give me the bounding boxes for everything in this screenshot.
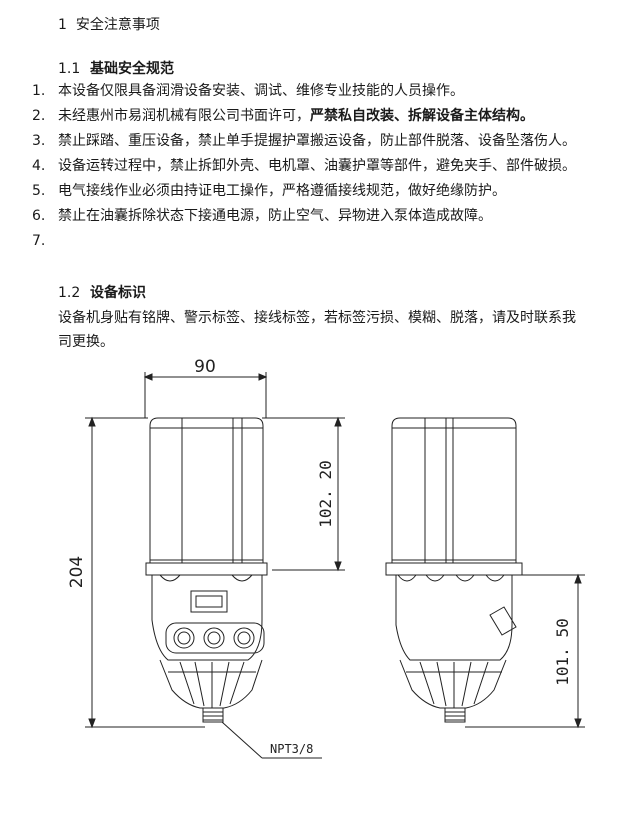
list-item-text: 禁止在油囊拆除状态下接通电源，防止空气、异物进入泵体造成故障。 bbox=[58, 208, 492, 224]
device-label-paragraph: 设备机身贴有铭牌、警示标签、接线标签，若标签污损、模糊、脱落，请及时联系我司更换… bbox=[58, 310, 576, 350]
lower-height-label: 101. 50 bbox=[553, 618, 572, 685]
list-item-text: 设备运转过程中，禁止拆卸外壳、电机罩、油囊护罩等部件，避免夹手、部件破损。 bbox=[58, 158, 576, 174]
list-item-number: 2. bbox=[32, 108, 46, 124]
section-number: 1 bbox=[58, 17, 67, 33]
list-item-number: 4. bbox=[32, 158, 46, 174]
subsection-heading-1: 1.1 基础安全规范 bbox=[58, 58, 174, 78]
list-item-number: 3. bbox=[32, 133, 46, 149]
thread-label: NPT3/8 bbox=[270, 742, 313, 756]
section-heading: 1 安全注意事项 bbox=[58, 14, 160, 34]
list-item-number: 1. bbox=[32, 83, 46, 99]
list-item-text: 电气接线作业必须由持证电工操作，严格遵循接线规范，做好绝缘防护。 bbox=[58, 183, 506, 199]
list-item-number: 7. bbox=[32, 233, 46, 249]
pump-side-view bbox=[385, 417, 523, 723]
list-item: 1. 本设备仅限具备润滑设备安装、调试、维修专业技能的人员操作。 bbox=[0, 80, 600, 102]
upper-height-label: 102. 20 bbox=[316, 460, 335, 527]
subsection-title: 基础安全规范 bbox=[90, 61, 175, 77]
lower-height-dimension: 101. 50 bbox=[465, 573, 585, 729]
width-label: 90 bbox=[194, 357, 216, 377]
list-item-emphasis: 严禁私自改装、拆解设备主体结构。 bbox=[310, 108, 534, 124]
pump-front-view bbox=[145, 417, 268, 723]
total-height-label: 204 bbox=[67, 556, 87, 588]
section-title: 安全注意事项 bbox=[75, 17, 160, 33]
list-item: 3. 禁止踩踏、重压设备，禁止单手提握护罩搬运设备，防止部件脱落、设备坠落伤人。 bbox=[0, 130, 600, 152]
subsection-title: 设备标识 bbox=[90, 285, 147, 301]
list-item: 6. 禁止在油囊拆除状态下接通电源，防止空气、异物进入泵体造成故障。 bbox=[0, 205, 600, 227]
upper-height-dimension: 102. 20 bbox=[262, 416, 345, 572]
list-item: 4. 设备运转过程中，禁止拆卸外壳、电机罩、油囊护罩等部件，避免夹手、部件破损。 bbox=[0, 155, 600, 177]
list-item-text: 禁止踩踏、重压设备，禁止单手提握护罩搬运设备，防止部件脱落、设备坠落伤人。 bbox=[58, 133, 576, 149]
list-item-number: 6. bbox=[32, 208, 46, 224]
list-item: 5. 电气接线作业必须由持证电工操作，严格遵循接线规范，做好绝缘防护。 bbox=[0, 180, 600, 202]
total-height-dimension: 204 bbox=[67, 416, 205, 729]
list-item-text: 未经惠州市易润机械有限公司书面许可， bbox=[58, 108, 310, 124]
subsection-number: 1.2 bbox=[58, 285, 81, 301]
list-item-number: 5. bbox=[32, 183, 46, 199]
thread-callout: NPT3/8 bbox=[221, 721, 322, 759]
list-item: 2. 未经惠州市易润机械有限公司书面许可，严禁私自改装、拆解设备主体结构。 bbox=[0, 105, 600, 127]
subsection-heading-2: 1.2 设备标识 bbox=[58, 282, 146, 302]
safety-rules-list: 1. 本设备仅限具备润滑设备安装、调试、维修专业技能的人员操作。 2. 未经惠州市易… bbox=[0, 80, 600, 249]
subsection-number: 1.1 bbox=[58, 61, 81, 77]
list-item-text: 本设备仅限具备润滑设备安装、调试、维修专业技能的人员操作。 bbox=[58, 83, 464, 99]
width-dimension: 90 bbox=[143, 357, 268, 418]
